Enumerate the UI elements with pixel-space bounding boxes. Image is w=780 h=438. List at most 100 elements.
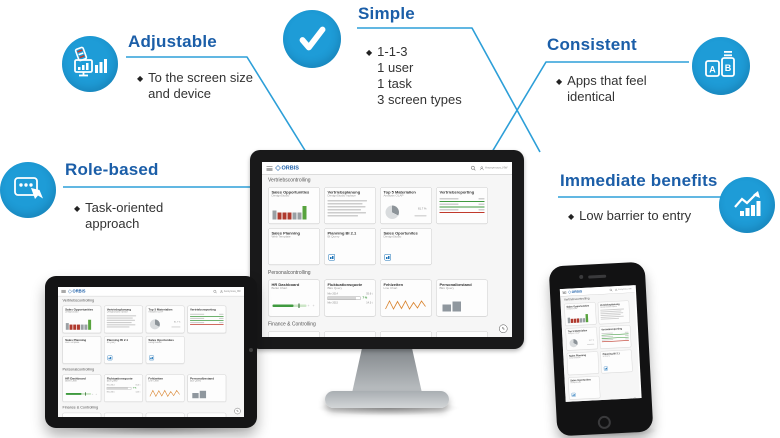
desktop-monitor: ORBIS Anonymous_NW bbox=[250, 150, 524, 349]
role-based-text: Task-oriented approach bbox=[85, 200, 164, 231]
line-chart bbox=[149, 389, 180, 398]
tile-stub[interactable] bbox=[380, 331, 432, 337]
tile-top5-materialien[interactable]: Top 5 Materialien Analysis OLAP 81.7 % bbox=[380, 187, 432, 224]
immediate-benefits-title: Immediate benefits bbox=[560, 171, 718, 190]
adjustable-text: To the screen size and device bbox=[148, 70, 253, 101]
edit-button[interactable]: ✎ bbox=[499, 324, 508, 333]
phone-camera-icon bbox=[579, 274, 584, 280]
tile-stub[interactable] bbox=[436, 331, 488, 337]
bullet-chart bbox=[272, 303, 307, 308]
callout-role-based-bullet: Task-oriented approach bbox=[74, 200, 204, 232]
tile-hr-dashboard[interactable]: HR Dashboard Bullet Chart + + bbox=[268, 279, 320, 317]
tile-planning-bi[interactable]: Planning BI 2.1 BI Query bbox=[324, 228, 376, 265]
table-preview bbox=[106, 315, 140, 328]
section-title: Personalcontrolling bbox=[268, 270, 311, 276]
table-preview bbox=[600, 308, 627, 320]
tile-vertriebsplanung[interactable]: Vertriebsplanung DesignStudio Inplace bbox=[597, 300, 631, 325]
adjustable-title: Adjustable bbox=[128, 32, 217, 51]
tile-stub[interactable] bbox=[187, 412, 227, 417]
tile-top5-materialien[interactable]: Top 5 Materialien Analysis OLAP 81.7 % bbox=[145, 305, 185, 334]
edit-button[interactable]: ✎ bbox=[632, 397, 638, 402]
tile-personalbestand[interactable]: Personalbestand BEx Query bbox=[187, 374, 227, 402]
search-icon[interactable] bbox=[609, 288, 613, 292]
menu-icon[interactable] bbox=[61, 289, 66, 294]
adjustable-devices-icon bbox=[62, 36, 118, 92]
edit-button[interactable]: ✎ bbox=[234, 407, 241, 415]
tile-sales-opportunities[interactable]: Sales Opportunities DesignStudio bbox=[268, 187, 320, 224]
simple-check-icon bbox=[283, 10, 341, 68]
section-title: Personalcontrolling bbox=[569, 399, 636, 402]
bullet-diamond-icon bbox=[556, 73, 567, 105]
tile-stub[interactable] bbox=[324, 331, 376, 337]
user-name: Anonymous_NW bbox=[618, 288, 632, 291]
simple-text: 1-1-3 1 user 1 task 3 screen types bbox=[377, 44, 462, 107]
tile-vertriebsreporting[interactable]: Vertriebsreporting bbox=[187, 305, 227, 334]
orbis-logo: ORBIS bbox=[275, 165, 299, 171]
tile-sales-oportunites[interactable]: Sales Oportunites DesignStudio bbox=[380, 228, 432, 265]
tile-personalbestand[interactable]: Personalbestand BEx Query bbox=[436, 279, 488, 317]
tile-sales-planning[interactable]: Sales Planning Web Template bbox=[268, 228, 320, 265]
tile-stub[interactable] bbox=[62, 412, 102, 417]
callout-immediate-benefits-bullet: Low barrier to entry bbox=[568, 208, 748, 224]
pie-caption bbox=[587, 343, 595, 346]
search-icon[interactable] bbox=[470, 165, 476, 171]
tablet-camera-icon bbox=[249, 348, 253, 352]
tile-vertriebsreporting[interactable]: Vertriebsreporting bbox=[599, 325, 632, 349]
svg-text:A: A bbox=[709, 65, 716, 75]
consistent-text: Apps that feel identical bbox=[567, 73, 647, 104]
section-title: Vertriebscontrolling bbox=[268, 177, 311, 184]
tile-sales-opportunities[interactable]: Sales Opportunities DesignStudio bbox=[62, 305, 102, 334]
tile-sales-planning[interactable]: Sales Planning Web Template bbox=[62, 336, 102, 364]
user-menu[interactable]: Anonymous_NW bbox=[615, 288, 632, 292]
tile-planning-bi[interactable]: Planning BI 2.1 BI Query bbox=[600, 349, 633, 374]
callout-simple: Simple bbox=[358, 4, 415, 24]
pie-chart bbox=[385, 205, 399, 219]
tile-stub[interactable] bbox=[104, 412, 143, 417]
kpi-list bbox=[601, 331, 629, 343]
phone-device: ORBIS Anonymous_NW bbox=[548, 261, 654, 437]
bar-chart bbox=[272, 206, 307, 220]
progress-row: 7 % bbox=[327, 296, 373, 300]
user-icon bbox=[479, 166, 484, 170]
tile-hr-dashboard[interactable]: HR Dashboard Bullet Chart + + bbox=[62, 374, 102, 402]
tile-stub[interactable] bbox=[145, 412, 185, 417]
tile-sales-oportunites[interactable]: Sales Oportunites DesignStudio bbox=[145, 336, 185, 364]
menu-icon[interactable] bbox=[562, 290, 567, 294]
menu-icon[interactable] bbox=[266, 165, 273, 171]
tile-sales-opportunities[interactable]: Sales Opportunities DesignStudio bbox=[564, 302, 597, 327]
tile-stub[interactable] bbox=[268, 331, 320, 337]
section-title: Vertriebscontrolling bbox=[62, 298, 95, 303]
user-menu[interactable]: Anonymous_NW bbox=[220, 290, 241, 293]
user-menu[interactable]: Anonymous_NW bbox=[479, 166, 508, 171]
tile-sales-planning[interactable]: Sales Planning Web Template bbox=[566, 351, 600, 376]
tile-sales-oportunites[interactable]: Sales Oportunites DesignStudio bbox=[568, 375, 601, 400]
phone-home-button[interactable] bbox=[597, 415, 612, 430]
logo-diamond-icon bbox=[67, 289, 73, 294]
consistent-title: Consistent bbox=[547, 35, 637, 54]
plus-marks: + + bbox=[91, 393, 98, 396]
tile-vertriebsreporting[interactable]: Vertriebsreporting bbox=[436, 187, 488, 224]
tile-fehlzeiten[interactable]: Fehlzeiten Line Chart bbox=[145, 374, 185, 402]
callout-consistent-bullet: Apps that feel identical bbox=[556, 73, 696, 105]
pie-value: 81.7 % bbox=[417, 207, 427, 211]
bi-app-icon bbox=[149, 355, 154, 361]
section-title: Finance & Controlling bbox=[62, 405, 99, 410]
tile-vertriebsplanung[interactable]: Vertriebsplanung DesignStudio Inplace bbox=[324, 187, 376, 224]
tile-top5-materialien[interactable]: Top 5 Materialien Analysis OLAP 81.7 % bbox=[565, 326, 598, 351]
search-icon[interactable] bbox=[213, 289, 217, 294]
tile-vertriebsplanung[interactable]: Vertriebsplanung DesignStudio Inplace bbox=[104, 305, 143, 334]
phone-screen: ORBIS Anonymous_NW bbox=[559, 285, 642, 402]
section-title: Finance & Controlling bbox=[268, 321, 316, 328]
bullet-diamond-icon bbox=[137, 70, 148, 102]
kpi-list bbox=[190, 313, 224, 326]
bi-app-icon bbox=[571, 392, 576, 397]
tile-fehlzeiten[interactable]: Fehlzeiten Line Chart bbox=[380, 279, 432, 317]
tile-planning-bi[interactable]: Planning BI 2.1 BI Query bbox=[104, 336, 143, 364]
callout-adjustable-bullet: To the screen size and device bbox=[137, 70, 287, 102]
